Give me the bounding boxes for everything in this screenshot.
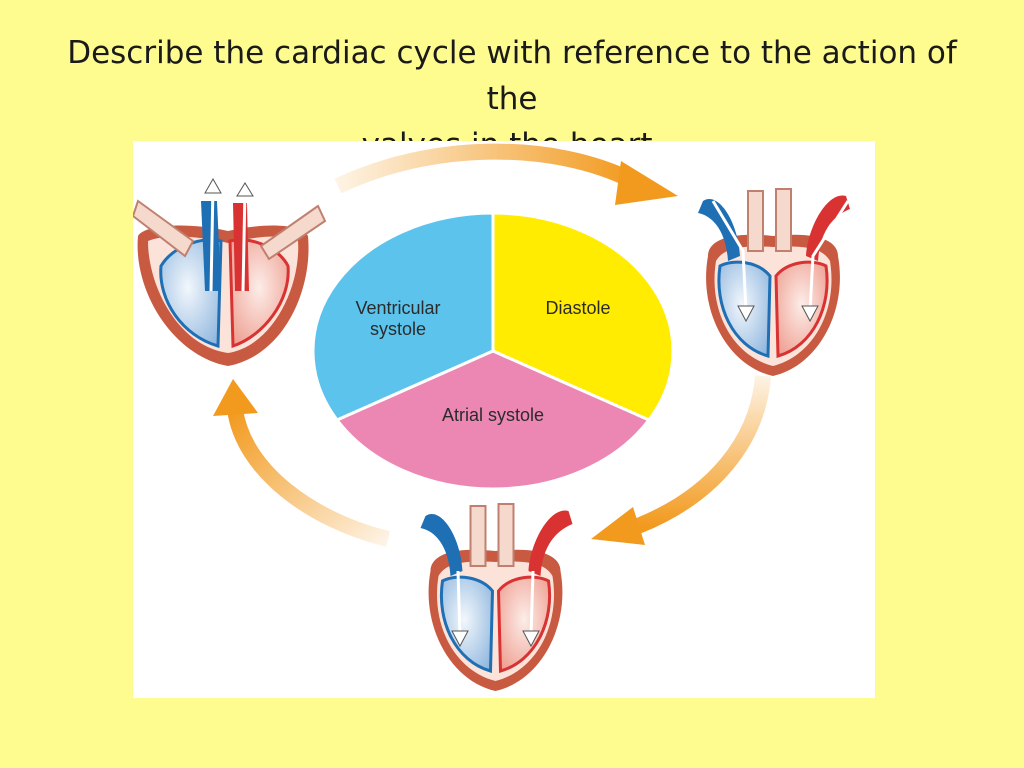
label-ventricular-systole: Ventricular systole	[338, 298, 458, 340]
title-line-1: Describe the cardiac cycle with referenc…	[67, 35, 957, 117]
heart-atrial-systole	[418, 502, 575, 693]
pie-segment-ventricular-systole	[311, 211, 495, 422]
label-ventricular-systole-line1: Ventricular	[355, 298, 441, 318]
pie-segment-diastole	[491, 211, 675, 422]
cycle-arrow-right	[635, 375, 771, 534]
phase-pie	[311, 211, 675, 491]
heart-ventricular-systole	[133, 177, 327, 366]
cycle-arrow-left-head	[213, 379, 258, 416]
label-diastole: Diastole	[545, 298, 611, 318]
cycle-arrow-left	[227, 407, 390, 547]
cardiac-cycle-diagram	[133, 143, 852, 693]
label-ventricular-systole-line2: systole	[369, 319, 427, 339]
heart-diastole	[696, 187, 852, 378]
label-atrial-systole: Atrial systole	[441, 405, 545, 425]
cardiac-cycle-figure: Ventricular systole Diastole Atrial syst…	[133, 141, 875, 698]
cycle-arrow-top	[334, 143, 637, 194]
pie-segment-atrial-systole	[334, 349, 652, 491]
cycle-arrow-right-head	[591, 507, 645, 545]
cycle-arrow-top-head	[615, 161, 678, 205]
